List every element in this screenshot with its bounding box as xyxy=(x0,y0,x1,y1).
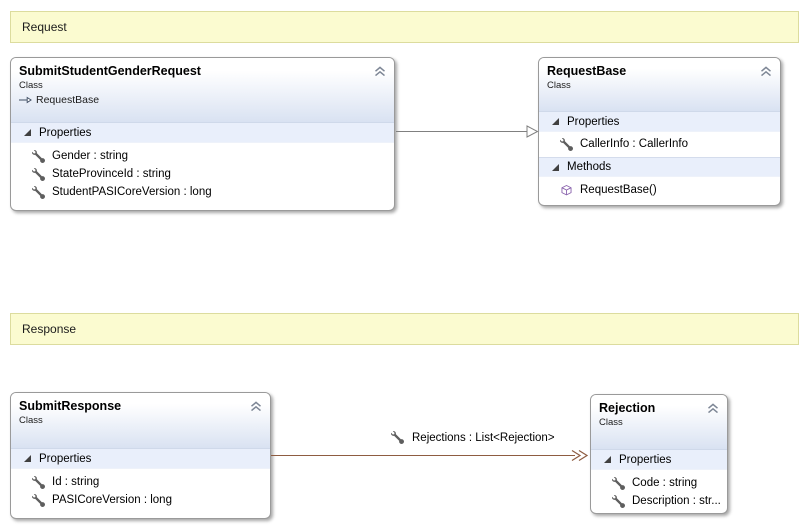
member-row[interactable]: Gender : string xyxy=(11,147,394,165)
class-kind: Class xyxy=(547,80,571,91)
member-label: Code : string xyxy=(632,477,698,489)
property-wrench-icon xyxy=(612,476,625,490)
member-row[interactable]: CallerInfo : CallerInfo xyxy=(539,135,780,153)
member-row[interactable]: PASICoreVersion : long xyxy=(11,491,270,509)
association-arrowhead-icon xyxy=(571,449,589,462)
class-shape-rejection[interactable]: Rejection Class Properties Code : string… xyxy=(590,394,728,514)
class-name: SubmitStudentGenderRequest xyxy=(19,64,201,78)
section-label: Properties xyxy=(39,126,92,139)
member-row[interactable]: Id : string xyxy=(11,473,270,491)
class-name: Rejection xyxy=(599,401,656,415)
member-label: Id : string xyxy=(52,476,100,488)
chevron-double-up-icon[interactable] xyxy=(249,400,263,412)
section-header-properties[interactable]: Properties xyxy=(11,123,394,143)
inherits-arrow-icon xyxy=(19,97,32,103)
section-label: Properties xyxy=(567,115,620,128)
member-label: Gender : string xyxy=(52,150,129,162)
property-wrench-icon xyxy=(32,149,45,163)
class-shape-requestbase[interactable]: RequestBase Class Properties CallerInfo … xyxy=(538,57,781,206)
class-name: RequestBase xyxy=(547,64,627,78)
property-wrench-icon xyxy=(391,431,404,444)
section-header-properties[interactable]: Properties xyxy=(591,450,727,470)
inheritance-connector[interactable] xyxy=(396,131,527,132)
section-label: Properties xyxy=(39,452,92,465)
property-wrench-icon xyxy=(560,137,573,151)
class-name: SubmitResponse xyxy=(19,399,122,413)
expander-icon[interactable] xyxy=(24,455,31,462)
member-label: CallerInfo : CallerInfo xyxy=(580,138,689,150)
association-label-text: Rejections : List<Rejection> xyxy=(412,431,555,444)
property-wrench-icon xyxy=(32,493,45,507)
property-wrench-icon xyxy=(612,494,625,508)
member-row[interactable]: Code : string xyxy=(591,474,727,492)
comment-shape-request[interactable]: Request xyxy=(10,11,799,43)
member-label: PASICoreVersion : long xyxy=(52,494,172,506)
member-row[interactable]: Description : str... xyxy=(591,492,727,510)
expander-icon[interactable] xyxy=(604,456,611,463)
method-cube-icon xyxy=(561,184,572,195)
class-header: SubmitResponse Class xyxy=(11,393,270,449)
class-shape-submitresponse[interactable]: SubmitResponse Class Properties Id : str… xyxy=(10,392,271,519)
association-connector[interactable] xyxy=(271,455,575,456)
expander-icon[interactable] xyxy=(24,129,31,136)
class-kind: Class xyxy=(19,415,43,426)
property-wrench-icon xyxy=(32,185,45,199)
class-shape-submitstudentgenderrequest[interactable]: SubmitStudentGenderRequest Class Request… xyxy=(10,57,395,211)
class-header: RequestBase Class xyxy=(539,58,780,112)
section-header-properties[interactable]: Properties xyxy=(539,112,780,132)
expander-icon[interactable] xyxy=(552,118,559,125)
comment-label: Request xyxy=(22,20,67,34)
section-label: Properties xyxy=(619,453,672,466)
chevron-double-up-icon[interactable] xyxy=(373,65,387,77)
member-row[interactable]: StudentPASICoreVersion : long xyxy=(11,183,394,201)
association-label[interactable]: Rejections : List<Rejection> xyxy=(391,431,555,444)
base-type-row: RequestBase xyxy=(19,94,386,106)
expander-icon[interactable] xyxy=(552,163,559,171)
class-header: Rejection Class xyxy=(591,395,727,450)
class-kind: Class xyxy=(599,417,623,428)
property-wrench-icon xyxy=(32,167,45,181)
section-header-properties[interactable]: Properties xyxy=(11,449,270,469)
member-label: StateProvinceId : string xyxy=(52,168,171,180)
member-row[interactable]: RequestBase() xyxy=(539,181,780,199)
section-label: Methods xyxy=(567,161,612,173)
class-body: Gender : string StateProvinceId : string… xyxy=(11,143,394,201)
class-body: Id : string PASICoreVersion : long xyxy=(11,469,270,509)
member-label: StudentPASICoreVersion : long xyxy=(52,186,212,198)
property-wrench-icon xyxy=(32,475,45,489)
member-row[interactable]: StateProvinceId : string xyxy=(11,165,394,183)
comment-label: Response xyxy=(22,322,77,336)
chevron-double-up-icon[interactable] xyxy=(706,402,720,414)
member-label: Description : str... xyxy=(632,495,721,507)
section-header-methods[interactable]: Methods xyxy=(539,157,780,177)
inheritance-arrowhead-icon xyxy=(526,125,539,138)
member-label: RequestBase() xyxy=(580,184,657,196)
class-header: SubmitStudentGenderRequest Class Request… xyxy=(11,58,394,123)
class-kind: Class xyxy=(19,80,43,91)
class-body: Code : string Description : str... xyxy=(591,470,727,510)
chevron-double-up-icon[interactable] xyxy=(759,65,773,77)
base-type-name: RequestBase xyxy=(36,94,100,106)
comment-shape-response[interactable]: Response xyxy=(10,313,799,345)
